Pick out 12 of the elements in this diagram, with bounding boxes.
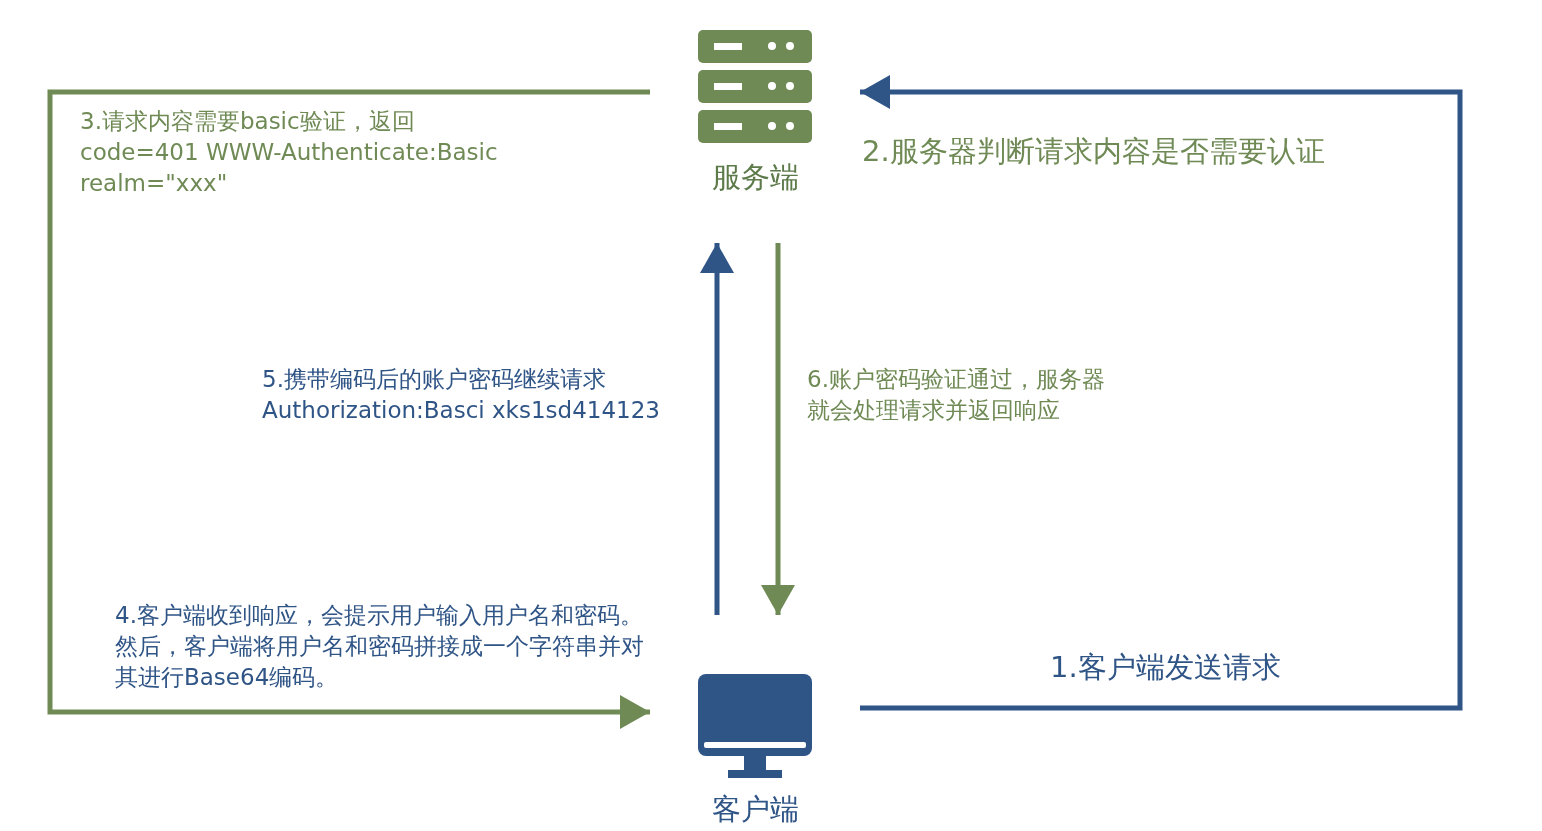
arrow [860, 77, 1463, 711]
arrow [702, 243, 732, 615]
node-label: 服务端 [711, 160, 799, 195]
step-note: 2.服务器判断请求内容是否需要认证 [862, 133, 1326, 170]
edge-label: 5.携带编码后的账户密码继续请求 Authorization:Basci xks1sd414123 [262, 365, 661, 426]
edge-label: 1.客户端发送请求 [1050, 649, 1282, 686]
edge-label: 3.请求内容需要basic验证，返回 code=401 WWW-Authenticate:Basic realm="xxx" [80, 107, 499, 199]
node-label: 客户端 [711, 792, 799, 827]
arrow [47, 89, 650, 727]
step-note: 4.客户端收到响应，会提示用户输入用户名和密码。然后，客户端将用户名和密码拼接成一个字符串并对其进行Base64编码。 [115, 601, 645, 693]
edge-label: 6.账户密码验证通过，服务器就会处理请求并返回响应 [807, 365, 1106, 426]
arrow [763, 243, 793, 615]
